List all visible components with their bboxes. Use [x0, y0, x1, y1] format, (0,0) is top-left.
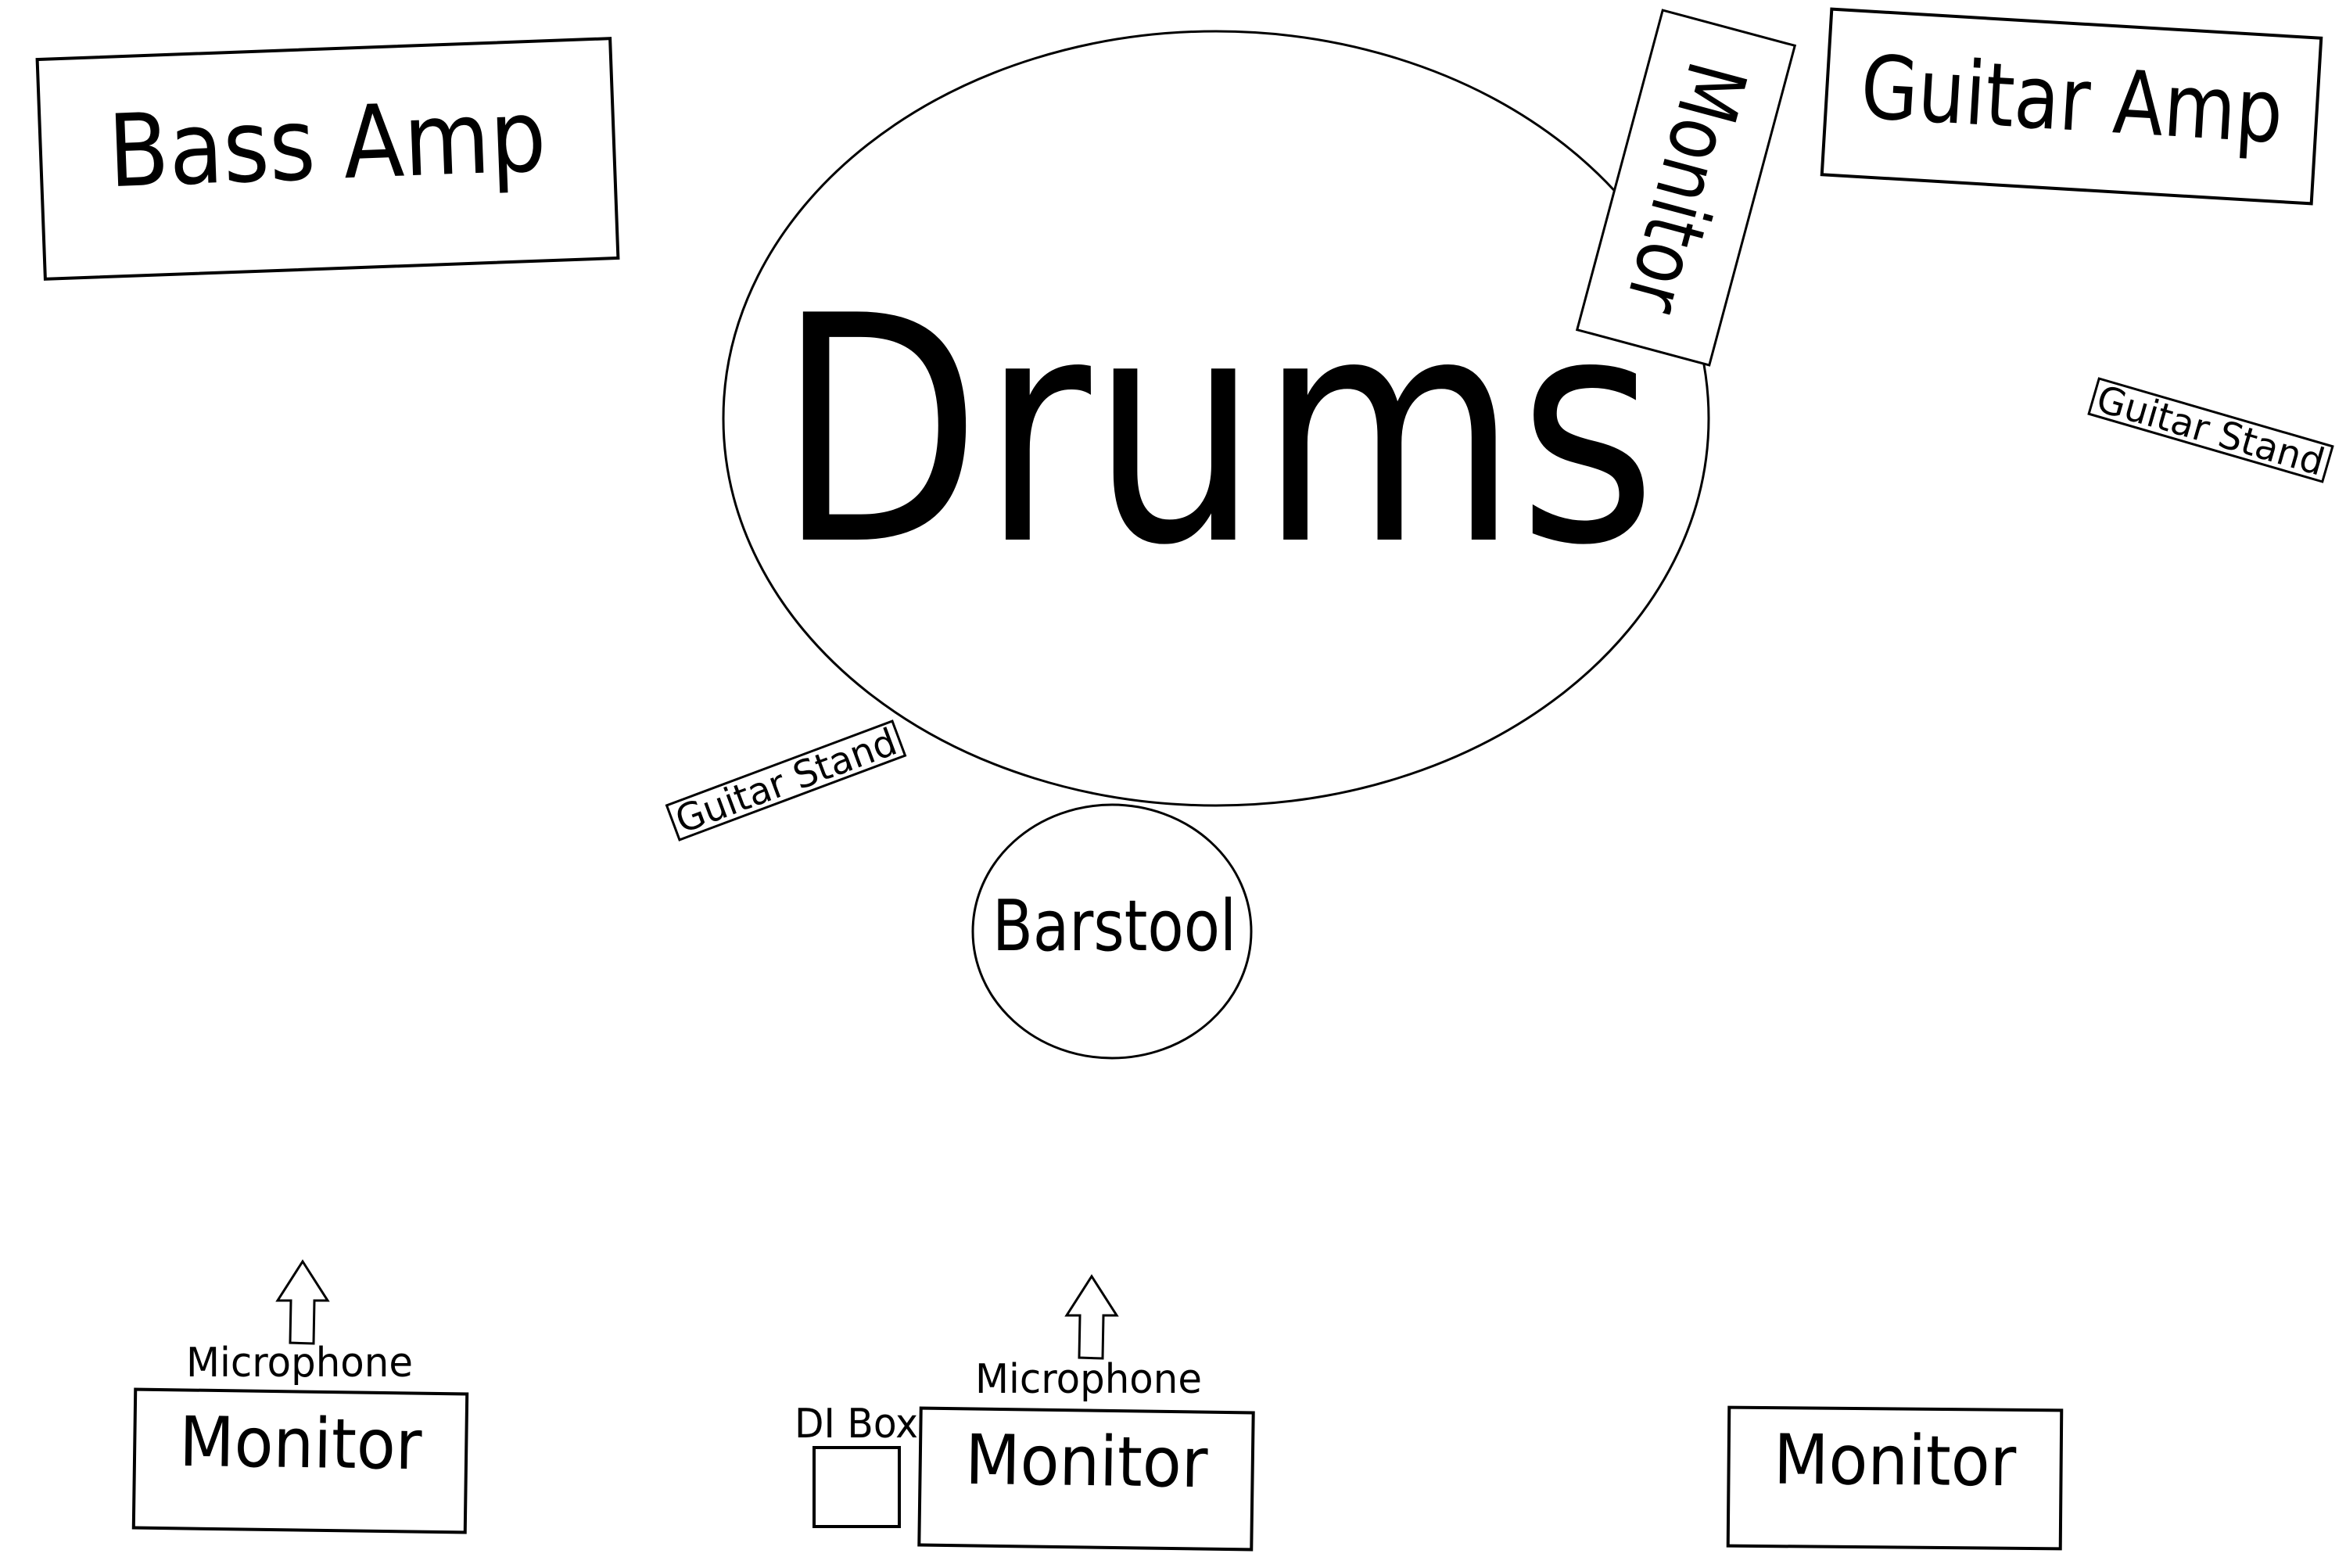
monitor-center-label: Monitor: [965, 1419, 1209, 1503]
microphone-left[interactable]: Microphone: [186, 1259, 413, 1387]
monitor-left-box: [131, 1387, 469, 1534]
monitor-right[interactable]: Monitor: [1726, 1405, 2064, 1551]
monitor-right-box: [1726, 1405, 2064, 1551]
bass-amp[interactable]: Bass Amp: [35, 37, 620, 281]
barstool-ellipse: [971, 803, 1253, 1060]
microphone-left-label: Microphone: [186, 1340, 413, 1387]
drums[interactable]: Drums: [722, 30, 1710, 807]
monitor-right-label: Monitor: [1774, 1419, 2018, 1502]
bass-amp-label: Bass Amp: [106, 78, 548, 210]
guitar-stand-left-label: Guitar Stand: [669, 720, 902, 842]
monitor-left[interactable]: Monitor: [131, 1387, 469, 1534]
guitar-stand-right-label: Guitar Stand: [2092, 377, 2330, 484]
bass-amp-box: [35, 37, 620, 281]
guitar-stand-right[interactable]: Guitar Stand: [2087, 376, 2334, 486]
guitar-amp[interactable]: Guitar Amp: [1820, 7, 2323, 206]
guitar-amp-label: Guitar Amp: [1858, 37, 2286, 163]
microphone-up-arrow-icon: [275, 1259, 330, 1345]
drums-label: Drums: [777, 250, 1657, 614]
barstool-label: Barstool: [992, 885, 1236, 967]
barstool[interactable]: Barstool: [971, 803, 1253, 1060]
guitar-stand-left[interactable]: Guitar Stand: [665, 719, 907, 844]
microphone-center-label: Microphone: [975, 1356, 1202, 1403]
di-box[interactable]: DI Box: [795, 1401, 918, 1528]
monitor-center-box: [917, 1406, 1255, 1552]
guitar-stand-right-box: [2087, 377, 2334, 483]
guitar-amp-box: [1820, 7, 2323, 206]
di-box-square: [812, 1446, 901, 1528]
di-box-label: DI Box: [795, 1401, 918, 1448]
drums-ellipse: [722, 30, 1710, 807]
microphone-up-arrow-icon: [1064, 1274, 1119, 1360]
microphone-center[interactable]: Microphone: [975, 1274, 1202, 1403]
guitar-stand-left-box: [665, 719, 907, 841]
drum-monitor-box: [1575, 9, 1797, 367]
monitor-center[interactable]: Monitor: [917, 1406, 1255, 1552]
monitor-left-label: Monitor: [179, 1401, 423, 1485]
